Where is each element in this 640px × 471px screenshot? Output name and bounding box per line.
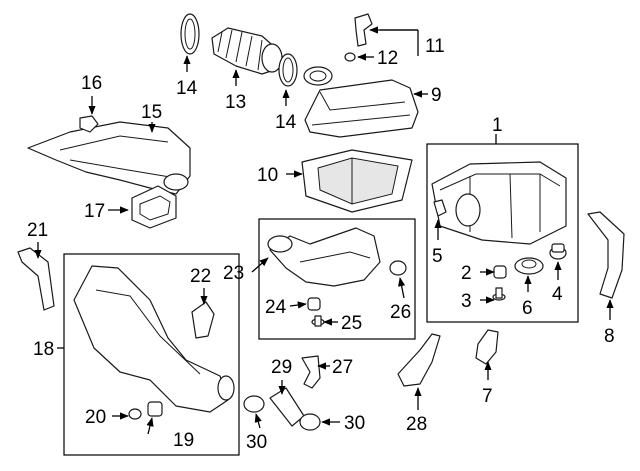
callout-17: 17 bbox=[84, 201, 105, 222]
callout-25: 25 bbox=[341, 313, 362, 334]
resonator-group-frame bbox=[258, 218, 416, 340]
bracket-28-drawing bbox=[397, 333, 441, 387]
callout-24: 24 bbox=[265, 297, 287, 318]
resonator-drawing bbox=[267, 227, 381, 287]
air-cleaner-housing-drawing bbox=[431, 161, 567, 245]
collar-19-drawing bbox=[147, 401, 163, 417]
nut-drawing bbox=[549, 243, 567, 260]
lower-duct-group-frame bbox=[63, 253, 240, 456]
hose-clamp-lower-drawing bbox=[278, 53, 298, 87]
leader-lines bbox=[34, 26, 614, 435]
callout-30-left: 30 bbox=[246, 432, 267, 453]
callout-13: 13 bbox=[225, 92, 246, 113]
mount-rubber-drawing bbox=[514, 257, 544, 275]
housing-clip-drawing bbox=[433, 199, 447, 217]
callout-6: 6 bbox=[522, 298, 533, 319]
duct-seal-drawing bbox=[131, 185, 177, 229]
grommet-24-drawing bbox=[307, 297, 321, 311]
clamp-30-right-drawing bbox=[299, 413, 321, 431]
callout-22: 22 bbox=[190, 266, 211, 287]
bolt-drawing bbox=[492, 287, 506, 301]
callout-9: 9 bbox=[431, 85, 442, 106]
air-inlet-duct-drawing bbox=[27, 121, 191, 195]
callout-27: 27 bbox=[332, 357, 353, 378]
callout-14-lower: 14 bbox=[275, 112, 297, 133]
callout-28: 28 bbox=[406, 414, 427, 435]
clip-drawing bbox=[79, 115, 99, 133]
callout-1: 1 bbox=[492, 115, 503, 136]
callout-26: 26 bbox=[390, 302, 411, 323]
callout-30-right: 30 bbox=[344, 413, 365, 434]
callout-5: 5 bbox=[432, 246, 443, 267]
callout-3: 3 bbox=[461, 291, 472, 312]
tube-27-drawing bbox=[301, 355, 321, 389]
callout-numbers: 1 2 3 4 5 6 7 8 9 10 11 12 13 14 14 15 1… bbox=[27, 36, 615, 453]
bracket-21-drawing bbox=[17, 247, 55, 311]
hose-clamp-upper-drawing bbox=[180, 13, 200, 55]
callout-14-upper: 14 bbox=[176, 78, 198, 99]
callout-4: 4 bbox=[552, 284, 563, 305]
callout-18: 18 bbox=[33, 339, 54, 360]
bracket-right-drawing bbox=[587, 211, 625, 299]
callout-7: 7 bbox=[482, 386, 493, 407]
air-cleaner-cover-drawing bbox=[303, 66, 419, 138]
bracket-22-drawing bbox=[191, 301, 215, 339]
air-cleaner-group-frame bbox=[426, 143, 579, 323]
grommet-20-drawing bbox=[128, 408, 142, 420]
bolt-25-drawing bbox=[311, 315, 325, 327]
callout-12: 12 bbox=[377, 48, 398, 69]
cap-26-drawing bbox=[389, 260, 407, 276]
callout-20: 20 bbox=[85, 407, 106, 428]
hose-29-drawing bbox=[269, 387, 305, 427]
callout-15: 15 bbox=[141, 102, 162, 123]
callout-8: 8 bbox=[604, 326, 615, 347]
air-temp-sensor-drawing bbox=[344, 13, 373, 62]
callout-29: 29 bbox=[271, 357, 292, 378]
clamp-30-left-drawing bbox=[243, 395, 265, 413]
bracket-lower-right-drawing bbox=[475, 329, 499, 365]
callout-16: 16 bbox=[81, 73, 102, 94]
callout-10: 10 bbox=[257, 165, 278, 186]
intake-hose-drawing bbox=[211, 27, 283, 75]
lower-duct-drawing bbox=[73, 265, 235, 413]
callout-21: 21 bbox=[27, 220, 48, 241]
callout-2: 2 bbox=[461, 263, 472, 284]
grommet-drawing bbox=[493, 265, 507, 279]
callout-11: 11 bbox=[425, 36, 445, 57]
air-filter-element-drawing bbox=[301, 149, 413, 213]
callout-23: 23 bbox=[223, 263, 244, 284]
callout-19: 19 bbox=[173, 430, 194, 451]
